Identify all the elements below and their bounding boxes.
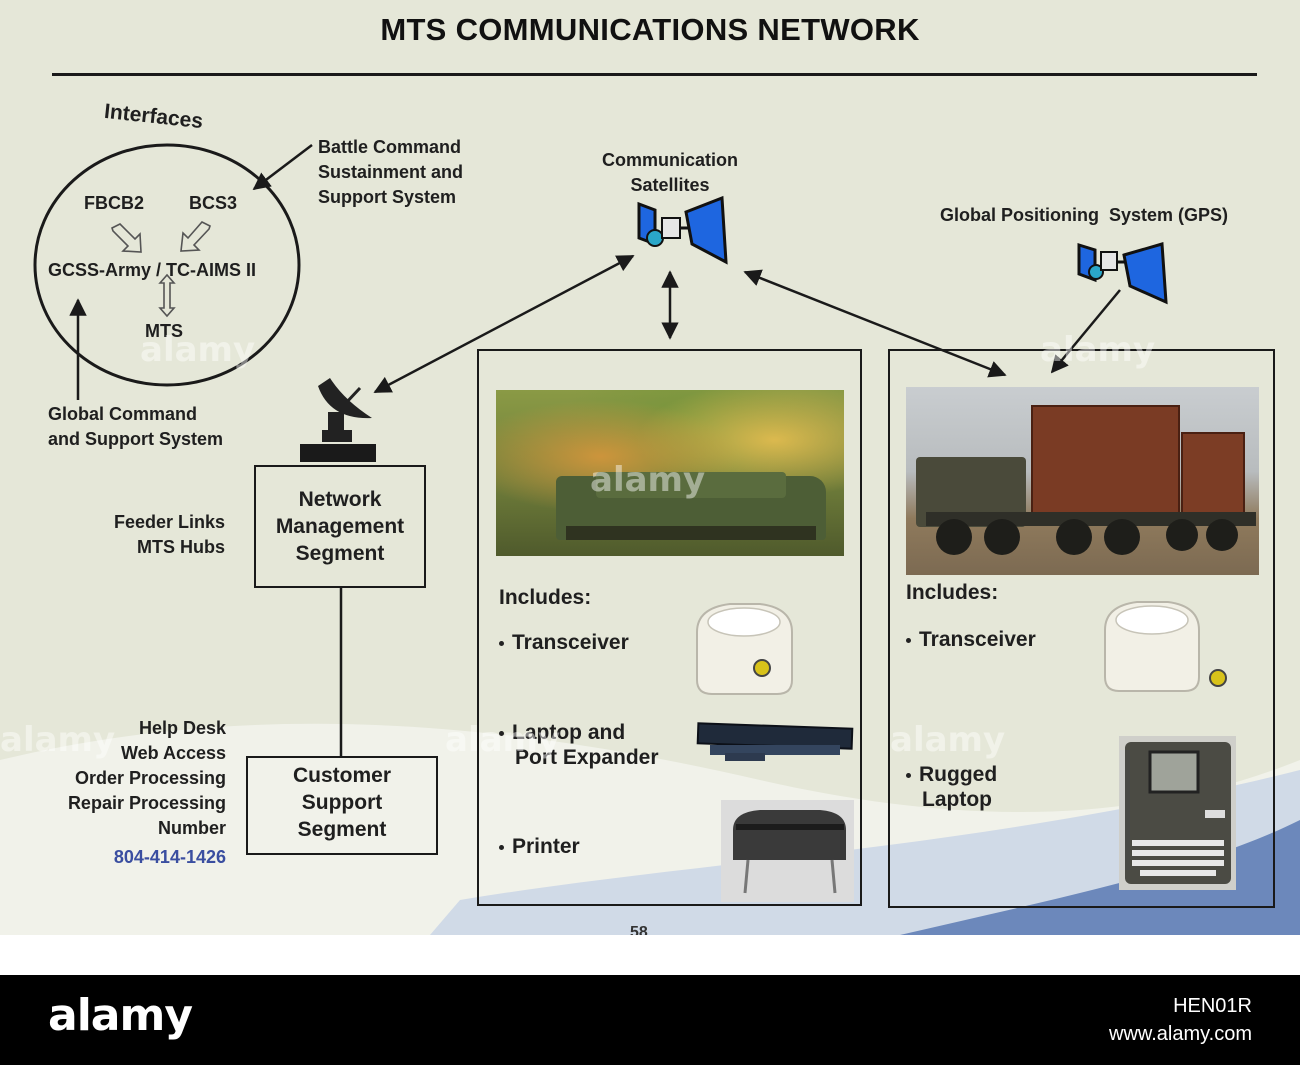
rugged-laptop-label: Rugged Laptop [906, 762, 997, 812]
network-management-label: Network Management Segment [275, 488, 405, 565]
printer-label: Printer [499, 834, 580, 859]
satellite-icon [637, 195, 728, 265]
battle-command-label: Battle Command Sustainment and Support S… [318, 137, 464, 207]
network-management-box [254, 465, 426, 588]
watermark: alamy [590, 460, 706, 500]
feeder-links-label: Feeder Links MTS Hubs [113, 512, 225, 557]
watermark: alamy [140, 330, 256, 370]
bullet [906, 772, 911, 778]
network-diagram [33, 143, 1236, 902]
gps-label: Global Positioning System (GPS) [940, 205, 1229, 225]
watermark: alamy [1040, 330, 1156, 370]
right-transceiver-label: Transceiver [906, 627, 1036, 652]
bullet [906, 637, 911, 643]
transceiver-image-2 [1104, 601, 1227, 692]
phone-number: 804-414-1426 [113, 847, 226, 867]
bcs3-label: BCS3 [189, 193, 238, 213]
middle-includes-label: Includes: [499, 586, 592, 609]
bcs3-gcss-arrow [180, 221, 211, 252]
site-url: www.alamy.com [1109, 1023, 1252, 1045]
laptop-port-expander-label: Laptop and Port Expander [499, 720, 659, 770]
sat-to-right-arrow [743, 269, 1007, 378]
mts-label: MTS [145, 321, 183, 341]
bullet [499, 844, 504, 850]
sat-to-dish-arrow [373, 254, 635, 394]
gps-to-right-arrow [1050, 289, 1121, 374]
rugged-laptop-image [1119, 736, 1236, 890]
help-desk-label: Help Desk Web Access Order Processing Re… [67, 718, 226, 838]
middle-panel [477, 349, 862, 906]
right-panel [888, 349, 1275, 908]
battle-command-arrow [252, 144, 313, 191]
bullet [499, 640, 504, 646]
alamy-logo: alamy [48, 990, 193, 1041]
fbcb2-label: FBCB2 [84, 193, 145, 213]
truck-photo [906, 387, 1259, 575]
field-vehicle-photo [496, 390, 844, 556]
satellite-dish-icon [300, 378, 376, 462]
port-expander-image [696, 722, 854, 761]
slide: MTS COMMUNICATIONS NETWORK [0, 0, 1300, 935]
customer-support-label: Customer Support Segment [292, 764, 392, 841]
gcss-mts-arrow [158, 273, 176, 318]
page-number: 58 [630, 924, 648, 935]
right-includes-label: Includes: [906, 581, 999, 604]
watermark: alamy [445, 720, 561, 760]
gcss-label: GCSS-Army / TC-AIMS II [48, 260, 257, 280]
image-id: HEN01R [1173, 995, 1252, 1017]
watermark: alamy [0, 720, 116, 760]
interfaces-circle [33, 143, 301, 387]
bullet [499, 730, 504, 736]
watermark: alamy [890, 720, 1006, 760]
footer-bar [0, 975, 1300, 1065]
customer-support-box [246, 756, 438, 855]
fbcb2-gcss-arrow [111, 223, 142, 253]
transceiver-image-1 [696, 603, 793, 695]
gps-satellite-icon [1077, 242, 1168, 305]
printer-image [721, 800, 854, 902]
title-rule [52, 73, 1257, 76]
communication-satellites-label: Communication Satellites [601, 150, 738, 195]
middle-transceiver-label: Transceiver [499, 630, 629, 655]
slide-title: MTS COMMUNICATIONS NETWORK [380, 12, 920, 47]
global-command-label: Global Command and Support System [48, 404, 224, 449]
